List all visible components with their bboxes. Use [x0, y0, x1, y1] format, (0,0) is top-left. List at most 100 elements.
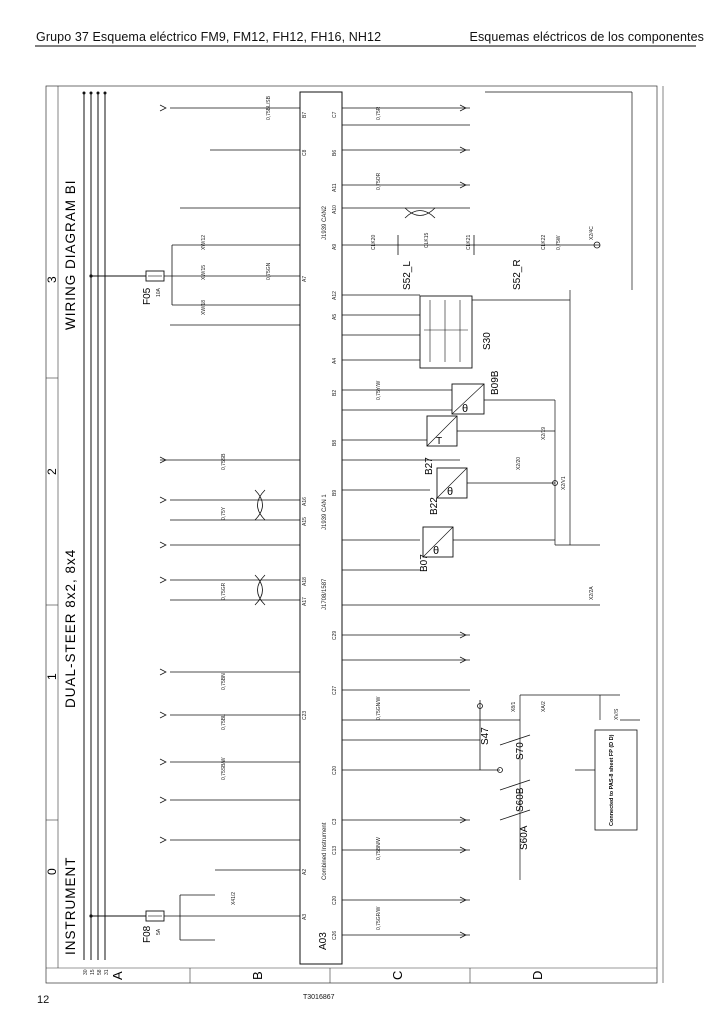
svg-text:C8: C8 — [302, 149, 308, 156]
svg-text:C20: C20 — [332, 766, 338, 775]
s52r-label: S52_R — [512, 259, 523, 290]
pas8-note: Connected to PAS-8 sheet FP (D D) — [609, 734, 615, 826]
bus-30: 30 — [83, 969, 89, 975]
wire-label-12: 0,75SB/W — [221, 757, 227, 780]
wire-label-2: 0,75GN — [266, 262, 272, 280]
row-a: A — [110, 971, 125, 980]
page-number: 12 — [37, 994, 50, 1006]
svg-text:A3: A3 — [302, 914, 308, 920]
svg-text:CLK22: CLK22 — [541, 234, 547, 250]
svg-text:XW/12: XW/12 — [201, 235, 207, 250]
title-instrument: INSTRUMENT — [63, 857, 78, 956]
wire-label-14: 0,75BN/W — [376, 837, 382, 860]
f05-label: F05 — [142, 287, 153, 305]
svg-text:B8: B8 — [332, 440, 338, 446]
b09b-theta: θ — [462, 403, 468, 415]
wire-label-4: 0,75GR — [221, 582, 227, 600]
wire-label-5: 0,75SB — [221, 453, 227, 470]
svg-text:A16: A16 — [302, 497, 308, 506]
header-right: Esquemas eléctricos de los componentes — [469, 30, 704, 44]
header-left: Grupo 37 Esquema eléctrico FM9, FM12, FH… — [36, 30, 382, 44]
svg-text:B2: B2 — [332, 390, 338, 396]
wire-label-6: 0,75W — [556, 235, 562, 250]
wire-label-15: 0,75GR/W — [376, 906, 382, 930]
svg-text:A17: A17 — [302, 597, 308, 606]
svg-text:X8/1: X8/1 — [511, 701, 517, 712]
svg-text:C7: C7 — [332, 111, 338, 118]
s70-label: S70 — [515, 742, 526, 760]
svg-text:A5: A5 — [332, 314, 338, 320]
svg-text:C13: C13 — [332, 846, 338, 855]
can1-label: J1939 CAN 1 — [322, 494, 328, 530]
f08-label: F08 — [142, 925, 153, 943]
svg-text:B9: B9 — [332, 490, 338, 496]
a03-pin-labels: B7 C7 C8 B6 A11 A10 A9 A12 A7 A5 A4 B2 B… — [302, 111, 338, 775]
b27-label: B27 — [424, 457, 435, 475]
svg-text:XW/18: XW/18 — [201, 300, 207, 315]
wire-label-7: 0,75BN — [221, 673, 227, 690]
wire-label-8: 0,75BL — [221, 714, 227, 730]
a03-instrument-block — [299, 91, 343, 965]
svg-text:A15: A15 — [302, 517, 308, 526]
svg-text:A11: A11 — [332, 183, 338, 192]
row-b: B — [250, 971, 265, 980]
pas8-note-box — [594, 729, 638, 831]
can2-label: J1939 CAN2 — [322, 205, 328, 240]
wire-label-3: 0,75Y — [221, 506, 227, 520]
terminal-labels: CLK15 CLK20 CLK21 CLK22 X2/4C X2/2A X2/1… — [201, 226, 620, 905]
svg-text:X2/19: X2/19 — [541, 427, 547, 440]
s30-label: S30 — [482, 332, 493, 350]
bus-58: 58 — [97, 969, 103, 975]
b09b-label: B09B — [490, 370, 501, 395]
b27-t: T — [436, 436, 442, 447]
sheet-frame — [45, 85, 658, 984]
svg-text:A4: A4 — [332, 358, 338, 364]
title-variant: DUAL-STEER 8x2, 8x4 — [63, 549, 78, 708]
svg-text:B7: B7 — [302, 112, 308, 118]
svg-text:A7: A7 — [302, 276, 308, 282]
s30-switch-block — [419, 295, 473, 369]
title-wiring: WIRING DIAGRAM BI — [63, 179, 78, 330]
b22-label: B22 — [429, 497, 440, 515]
row-c: C — [390, 971, 405, 980]
f05-rating: 10A — [156, 287, 162, 297]
svg-text:C3: C3 — [332, 818, 338, 825]
svg-text:C23: C23 — [302, 711, 308, 720]
col-2: 2 — [45, 468, 59, 475]
svg-text:A12: A12 — [332, 291, 338, 300]
col-3: 3 — [45, 276, 59, 283]
svg-text:X2/20: X2/20 — [516, 457, 522, 470]
wire-label-11: 0,75Y/W — [376, 381, 382, 400]
svg-text:X2/V1: X2/V1 — [561, 476, 567, 490]
svg-text:X41/2: X41/2 — [231, 892, 237, 905]
wire-label-10: 0,75OR — [376, 172, 382, 190]
b22-theta: θ — [447, 486, 453, 498]
svg-text:C26: C26 — [332, 931, 338, 940]
wire-label-13: 0,75GN/W — [376, 696, 382, 720]
b07-theta: θ — [433, 545, 439, 557]
svg-text:A9: A9 — [332, 244, 338, 250]
a03-desc: Combined Instrument — [322, 822, 328, 880]
s60b-label: S60B — [515, 787, 526, 812]
svg-text:XW/15: XW/15 — [201, 265, 207, 280]
wire-label-1: 0,75BL/SB — [266, 95, 272, 120]
b07-label: B07 — [419, 554, 430, 572]
svg-text:C20: C20 — [332, 896, 338, 905]
col-0: 0 — [45, 868, 59, 875]
svg-text:CLK21: CLK21 — [466, 234, 472, 250]
j1708-label: J1708/1587 — [322, 578, 328, 610]
svg-text:XA/2: XA/2 — [541, 701, 547, 712]
row-d: D — [530, 971, 545, 980]
svg-text:X2/4C: X2/4C — [589, 226, 595, 240]
svg-text:CLK15: CLK15 — [424, 232, 430, 248]
s47-label: S47 — [480, 727, 491, 745]
a03-pin-labels-bottom: A3 A2 C3 C13 C20 C26 — [302, 818, 338, 940]
wire-label-9: 0,75R — [376, 106, 382, 120]
svg-text:XV/S: XV/S — [614, 708, 620, 720]
svg-text:C27: C27 — [332, 686, 338, 695]
bus-15: 15 — [90, 969, 96, 975]
a03-label: A03 — [318, 932, 329, 950]
bus-31: 31 — [104, 969, 110, 975]
svg-text:A2: A2 — [302, 869, 308, 875]
